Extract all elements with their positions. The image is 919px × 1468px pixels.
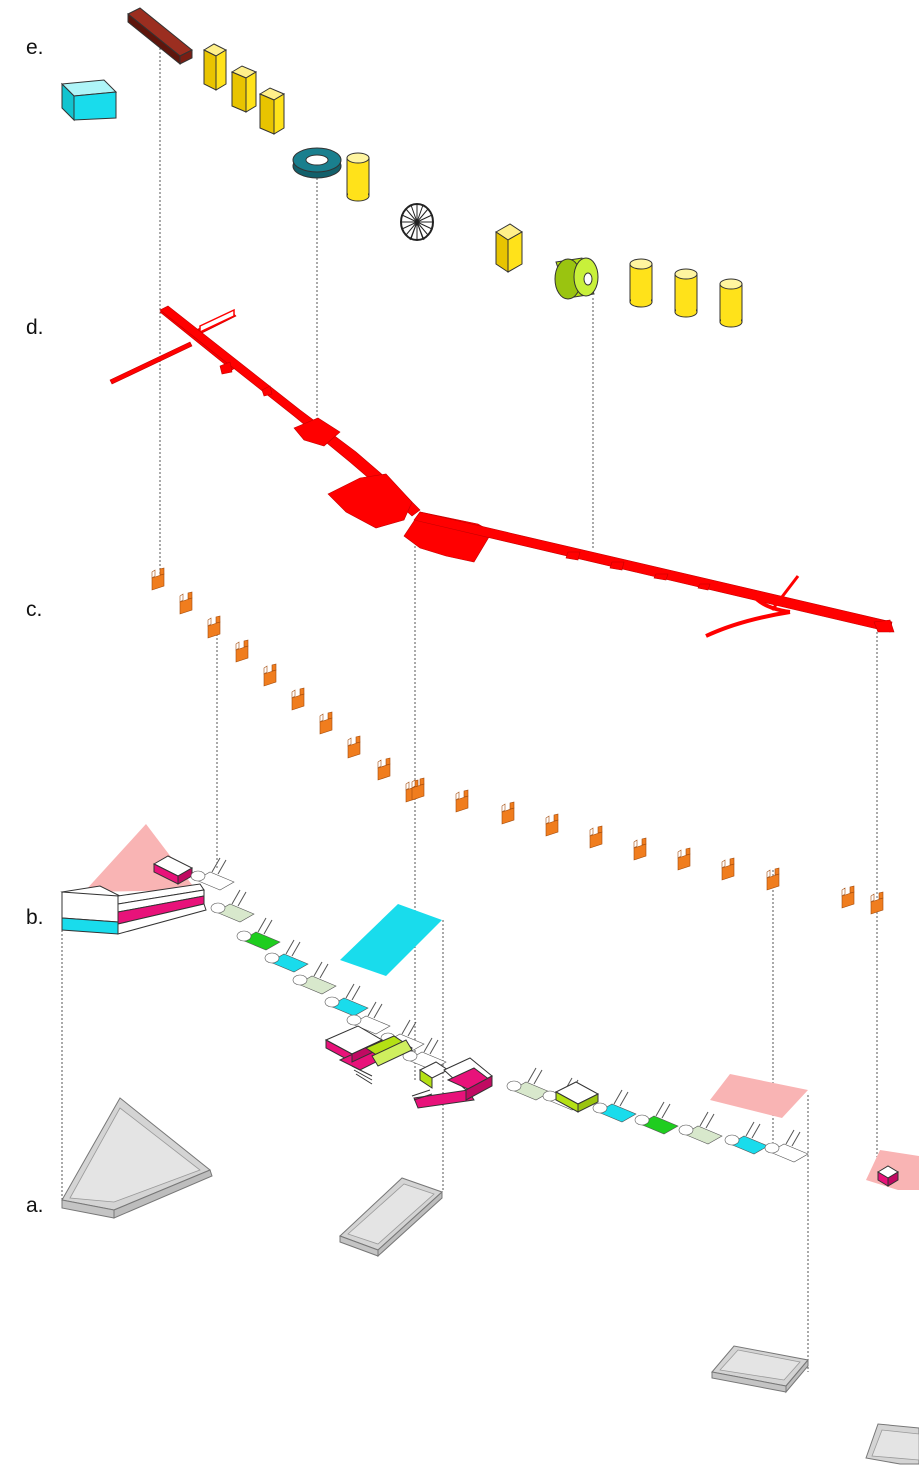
teal-ring-pavilion: [292, 147, 342, 179]
plan-tile: [634, 1101, 679, 1135]
module-unit: [179, 591, 193, 615]
ground-plane-rect: [865, 1423, 919, 1465]
layer-label-c: c.: [26, 598, 42, 621]
pink-plot: [710, 1074, 808, 1118]
yellow-cylinder-pavilion: [719, 278, 743, 328]
plan-tile: [324, 983, 369, 1017]
layer-e-pavilions: [60, 7, 743, 328]
yellow-box-pavilion: [230, 65, 258, 113]
ferris-wheel-icon: [400, 203, 434, 241]
brown-pavilion: [127, 7, 193, 66]
yellow-box-pavilion: [495, 223, 523, 273]
yellow-cylinder-pavilion: [346, 152, 370, 202]
plan-tile: [210, 889, 255, 923]
plan-tile: [346, 1001, 391, 1035]
plan-tile: [236, 917, 281, 951]
ground-plane-rect: [711, 1345, 809, 1394]
module-unit: [291, 687, 305, 711]
module-unit: [411, 777, 425, 801]
module-unit: [841, 885, 855, 909]
magenta-cluster: [411, 1057, 493, 1109]
module-unit: [263, 663, 277, 687]
module-unit: [870, 891, 884, 915]
corner-building: [60, 883, 207, 935]
layer-d-red-path-network: [109, 305, 895, 638]
layer-a-ground-planes: [61, 1097, 919, 1465]
module-unit: [319, 711, 333, 735]
module-unit: [633, 837, 647, 861]
cyan-pavilion: [60, 79, 118, 122]
layer-label-d: d.: [26, 316, 44, 339]
module-unit: [347, 735, 361, 759]
module-unit: [207, 615, 221, 639]
plan-tile: [592, 1089, 637, 1123]
plan-tile: [764, 1129, 809, 1163]
ground-plane-triangle: [61, 1097, 213, 1219]
module-unit: [766, 867, 780, 891]
lime-drum-pavilion: [554, 257, 599, 300]
yellow-box-pavilion: [258, 87, 286, 135]
layer-label-b: b.: [26, 906, 44, 929]
magenta-box: [877, 1165, 899, 1187]
module-unit: [677, 847, 691, 871]
module-unit: [377, 757, 391, 781]
plan-tile: [506, 1067, 551, 1101]
layer-c-modules: [151, 567, 884, 915]
plan-tile: [724, 1121, 769, 1155]
module-unit: [589, 825, 603, 849]
plan-tile-row-upper: [190, 857, 447, 1071]
module-unit: [721, 857, 735, 881]
module-unit: [545, 813, 559, 837]
yellow-cylinder-pavilion: [629, 258, 653, 308]
module-unit: [235, 639, 249, 663]
magenta-cluster: [324, 1025, 414, 1085]
ground-plane-rect: [339, 1177, 443, 1258]
layer-label-e: e.: [26, 36, 44, 59]
lime-box: [554, 1081, 600, 1113]
cyan-plaza: [340, 904, 442, 976]
plan-tile: [678, 1111, 723, 1145]
layer-label-a: a.: [26, 1194, 44, 1217]
plan-tile: [264, 939, 309, 973]
plan-tile: [190, 857, 235, 891]
yellow-cylinder-pavilion: [674, 268, 698, 318]
layer-b-program: [60, 824, 919, 1190]
module-unit: [455, 789, 469, 813]
module-unit: [501, 801, 515, 825]
yellow-box-pavilion: [202, 43, 228, 91]
plan-tile: [292, 961, 337, 995]
module-unit: [151, 567, 165, 591]
